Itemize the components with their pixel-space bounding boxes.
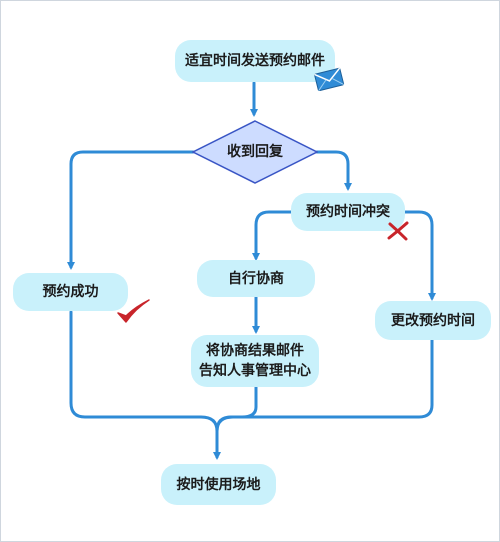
- arrow-conflict-to-negotiate: [252, 210, 293, 261]
- envelope-icon: [314, 67, 345, 91]
- line-change-down: [215, 338, 434, 433]
- step-time-conflict: 预约时间冲突: [291, 193, 405, 231]
- step-change-time: 更改预约时间: [375, 301, 491, 340]
- line-success-down: [69, 310, 219, 433]
- step-notify-hr-line2: 告知人事管理中心: [199, 363, 311, 379]
- step-negotiate: 自行协商: [197, 260, 315, 297]
- step-send-email: 适宜时间发送预约邮件: [175, 40, 335, 82]
- check-icon: [117, 299, 150, 323]
- line-notify-down: [215, 385, 258, 433]
- step-booking-success: 预约成功: [13, 273, 128, 311]
- step-notify-hr: 将协商结果邮件 告知人事管理中心: [191, 335, 319, 387]
- step-time-conflict-label: 预约时间冲突: [306, 204, 390, 220]
- arrow-decision-to-conflict: [315, 150, 352, 191]
- decision-receive-reply: 收到回复: [212, 139, 298, 165]
- decision-receive-reply-shape: [192, 120, 318, 184]
- arrow-conflict-to-change: [403, 210, 436, 301]
- step-use-venue-label: 按时使用场地: [176, 476, 261, 493]
- step-change-time-label: 更改预约时间: [391, 312, 475, 329]
- step-send-email-label: 适宜时间发送预约邮件: [185, 53, 325, 69]
- step-use-venue: 按时使用场地: [161, 464, 276, 505]
- step-negotiate-label: 自行协商: [228, 270, 284, 287]
- step-notify-hr-line1: 将协商结果邮件: [206, 343, 304, 359]
- cross-icon: [387, 221, 409, 241]
- step-booking-success-label: 预约成功: [42, 284, 99, 300]
- arrow-decision-to-success: [67, 150, 195, 270]
- decision-receive-reply-label: 收到回复: [227, 144, 283, 160]
